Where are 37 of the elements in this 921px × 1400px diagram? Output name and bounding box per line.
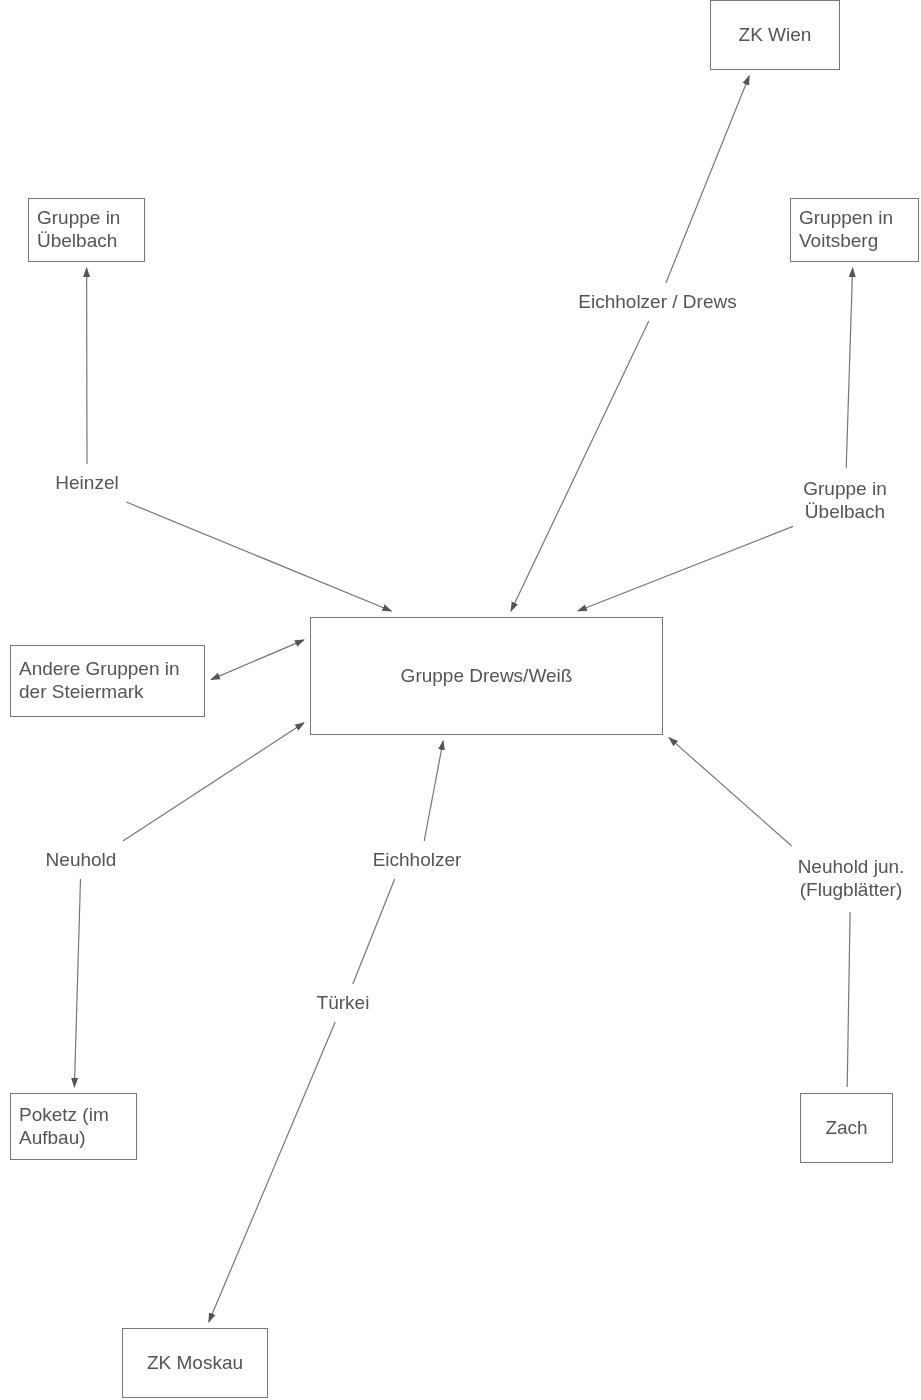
- group-box: [790, 198, 919, 262]
- arrow: [71, 878, 82, 1088]
- box-label: Poketz (im Aufbau): [19, 1103, 110, 1150]
- group-box: [800, 1093, 893, 1163]
- group-box: [28, 198, 145, 262]
- connector-label: Neuhold: [36, 843, 126, 877]
- connector-label: Gruppe in Übelbach: [795, 470, 895, 532]
- box-label: Zach: [825, 1116, 868, 1140]
- box-label: Andere Gruppen in der Steiermark: [19, 658, 181, 704]
- group-box: [310, 617, 663, 735]
- box-label: ZK Wien: [738, 23, 812, 47]
- arrow: [210, 639, 305, 681]
- box-label: Gruppen in Voitsberg: [799, 207, 894, 253]
- arrow: [665, 75, 750, 284]
- group-box: [710, 0, 840, 70]
- connector-label: Eichholzer: [362, 843, 472, 877]
- arrow: [668, 736, 793, 847]
- arrow: [125, 501, 393, 612]
- arrow: [845, 267, 856, 469]
- connector-line: [846, 911, 851, 1088]
- connector-label: Eichholzer / Drews: [560, 285, 755, 319]
- box-label: ZK Moskau: [146, 1351, 244, 1375]
- arrow: [576, 525, 794, 612]
- box-label: Gruppe in Übelbach: [37, 207, 122, 253]
- connector-label: Neuhold jun. (Flugblätter): [786, 848, 916, 910]
- arrow: [510, 320, 650, 612]
- connector-label: Türkei: [308, 986, 378, 1020]
- box-label: Gruppe Drews/Weiß: [400, 664, 573, 688]
- arrow: [83, 267, 91, 465]
- group-box: [10, 1093, 137, 1160]
- group-box: [122, 1328, 268, 1398]
- arrow: [208, 1021, 336, 1323]
- connector-line: [352, 878, 396, 985]
- arrow: [122, 722, 305, 842]
- connector-label: Heinzel: [44, 466, 130, 500]
- group-box: [10, 645, 205, 717]
- arrow: [423, 740, 445, 842]
